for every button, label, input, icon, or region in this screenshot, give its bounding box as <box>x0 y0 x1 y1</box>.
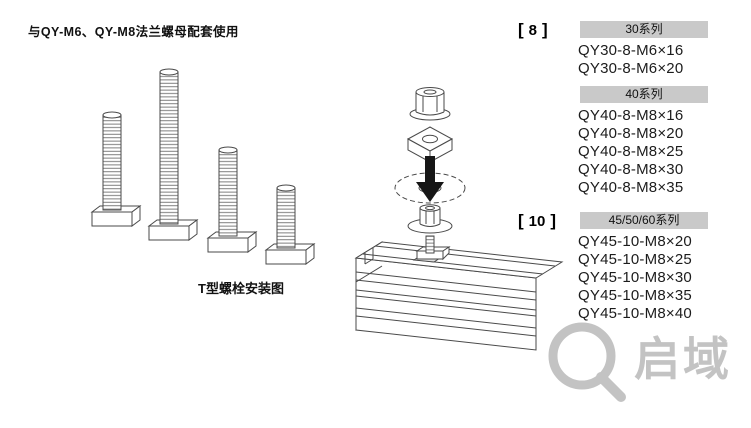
series-header: 40系列 <box>516 85 726 104</box>
bracket-right: ] <box>542 19 548 39</box>
bracket-left: [ <box>518 210 524 230</box>
parts-list: [8] 30系列 QY30-8-M6×16 QY30-8-M6×20 40系列 … <box>516 20 726 330</box>
series-group-40: 40系列 QY40-8-M8×16 QY40-8-M8×20 QY40-8-M8… <box>516 85 726 197</box>
series-header: [8] 30系列 <box>516 20 726 39</box>
series-group-45-50-60: [10] 45/50/60系列 QY45-10-M8×20 QY45-10-M8… <box>516 211 726 323</box>
part-number: QY45-10-M8×40 <box>578 305 692 322</box>
t-bolt-drawing-4 <box>264 184 316 265</box>
profile-rail-drawing <box>354 241 564 351</box>
slot-size-badge: [8] <box>516 20 580 40</box>
diagram-caption: T型螺栓安装图 <box>198 281 284 296</box>
flange-nut-lower-drawing <box>407 204 453 234</box>
brand-name: 启域 <box>634 333 732 385</box>
bracket-right: ] <box>550 210 557 230</box>
bracket-left: [ <box>518 19 524 39</box>
slot-size-number: 8 <box>528 21 538 39</box>
part-number: QY30-8-M6×20 <box>578 60 684 77</box>
t-bolt-insert-drawing <box>415 235 451 261</box>
part-number-list: QY40-8-M8×16 QY40-8-M8×20 QY40-8-M8×25 Q… <box>578 107 726 197</box>
series-chip: 40系列 <box>580 86 708 103</box>
t-bolt-drawing-1 <box>90 111 142 227</box>
t-bolt-drawing-3 <box>206 146 258 253</box>
part-number: QY40-8-M8×30 <box>578 161 684 178</box>
series-header: [10] 45/50/60系列 <box>516 211 726 230</box>
part-number: QY45-10-M8×35 <box>578 287 692 304</box>
series-chip: 45/50/60系列 <box>580 212 708 229</box>
watermark: 启域 <box>542 314 732 404</box>
part-number: QY45-10-M8×30 <box>578 269 692 286</box>
down-arrow-icon <box>416 156 444 202</box>
part-number: QY40-8-M8×16 <box>578 107 684 124</box>
flange-nut-top-drawing <box>409 87 451 121</box>
slot-size-badge: [10] <box>516 211 580 231</box>
brand-logo-q-icon <box>548 322 626 402</box>
series-chip: 30系列 <box>580 21 708 38</box>
part-number-list: QY45-10-M8×20 QY45-10-M8×25 QY45-10-M8×3… <box>578 233 726 323</box>
t-bolt-drawing-2 <box>147 68 199 241</box>
part-number: QY45-10-M8×20 <box>578 233 692 250</box>
slot-size-number: 10 <box>528 212 546 230</box>
part-number: QY45-10-M8×25 <box>578 251 692 268</box>
part-number: QY30-8-M6×16 <box>578 42 684 59</box>
part-number: QY40-8-M8×25 <box>578 143 684 160</box>
usage-note: 与QY-M6、QY-M8法兰螺母配套使用 <box>28 25 239 39</box>
square-nut-drawing <box>406 126 454 163</box>
part-number: QY40-8-M8×20 <box>578 125 684 142</box>
part-number-list: QY30-8-M6×16 QY30-8-M6×20 <box>578 42 726 78</box>
part-number: QY40-8-M8×35 <box>578 179 684 196</box>
series-group-30: [8] 30系列 QY30-8-M6×16 QY30-8-M6×20 <box>516 20 726 78</box>
